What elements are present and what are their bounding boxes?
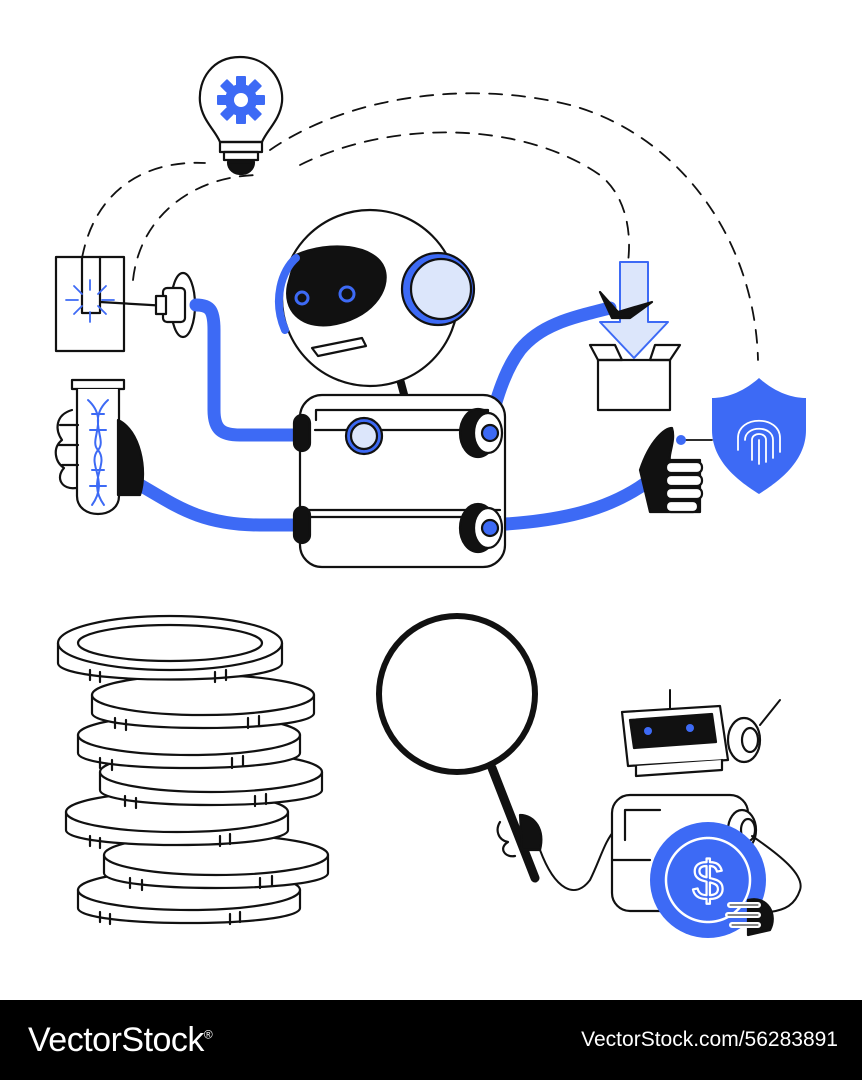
dashed-arc-outer [81, 92, 759, 361]
robot-arm-left-upper [189, 298, 311, 442]
coin-stack-icon [56, 614, 330, 926]
lightbulb-gear-icon [198, 55, 284, 176]
coin [90, 673, 316, 732]
image-id-label: VectorStock.com/56283891 [581, 1028, 838, 1051]
coin-top [56, 614, 284, 684]
robot-hand-left [54, 408, 145, 497]
robot-head [274, 208, 476, 388]
laser-device-icon [54, 255, 197, 353]
robot-body [292, 393, 507, 569]
small-robot-head [620, 689, 781, 778]
watermark-footer: VectorStock® VectorStock.com/56283891 [0, 1000, 862, 1080]
brand-trademark: ® [203, 1027, 213, 1042]
magnifying-glass-icon [376, 613, 616, 891]
gear-icon [217, 76, 265, 124]
brand-name: VectorStock [28, 1020, 204, 1059]
download-box-icon [588, 261, 682, 412]
robot-arm-left-lower [133, 478, 311, 532]
dollar-coin-icon: $ [650, 822, 766, 938]
dollar-symbol: $ [692, 849, 723, 912]
robot-joint-right-lower [458, 502, 504, 554]
small-robot: $ [610, 689, 802, 938]
dashed-arc-inner [132, 131, 630, 281]
small-robot-hand-right [725, 898, 774, 937]
brand-logo: VectorStock® [28, 1020, 213, 1060]
fingerprint-shield-icon [676, 378, 806, 494]
ai-robot-illustration: $ [54, 55, 806, 938]
robot-ear [400, 251, 476, 327]
robot-joint-right-upper [458, 407, 504, 459]
fingerprint-icon [737, 419, 781, 465]
robot-arm-right-upper [481, 301, 617, 442]
robot-hand-right [638, 426, 704, 514]
dna-test-tube-icon [70, 378, 126, 516]
robot-arm-right-lower [481, 473, 657, 532]
